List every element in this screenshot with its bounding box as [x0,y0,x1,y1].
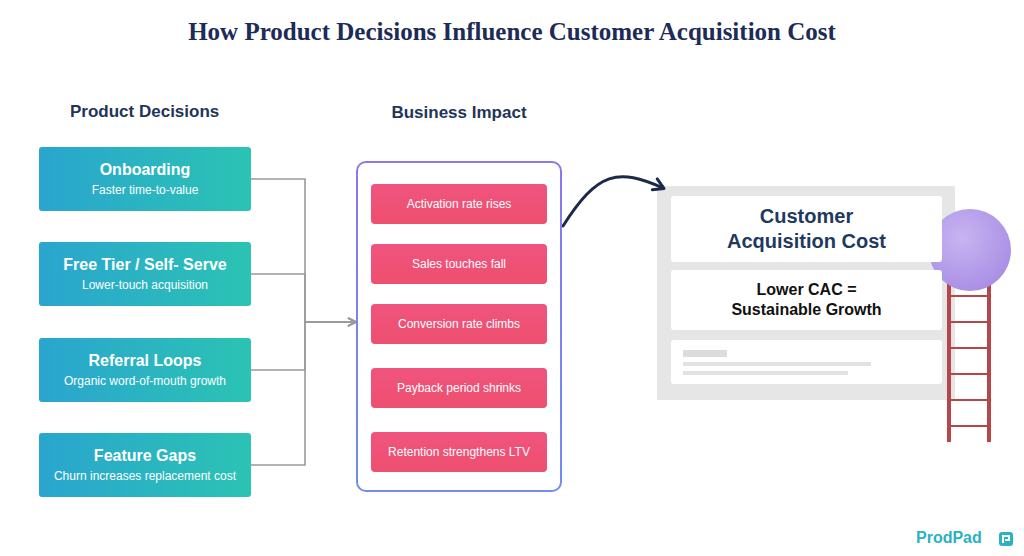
card-title: Customer Acquisition Cost [671,204,942,254]
column-heading: Product Decisions [70,102,219,122]
box-text: Retention strengthens LTV [388,445,530,459]
diagram-title: How Product Decisions Influence Customer… [0,18,1024,46]
metric-card: Customer Acquisition Cost [671,196,942,262]
placeholder-card [671,340,942,384]
box-text: Conversion rate climbs [398,317,520,331]
impact-box: Sales touches fall [371,244,547,284]
column-heading: Business Impact [358,103,560,123]
impact-box: Payback period shrinks [371,368,547,408]
placeholder-bar [683,362,871,366]
box-title: Free Tier / Self- Serve [63,255,226,275]
impact-container: Business ImpactActivation rate risesSale… [356,161,562,492]
box-text: Activation rate rises [407,197,512,211]
impact-box: Conversion rate climbs [371,304,547,344]
decision-box: Referral LoopsOrganic word-of-mouth grow… [39,338,251,402]
grey-panel [657,186,955,400]
placeholder-bar [683,350,727,357]
logo-text: ProdPad [916,529,982,547]
bracket-connector [251,274,355,322]
curved-arrow [563,177,663,226]
bracket-connector [251,322,355,465]
impact-box: Activation rate rises [371,184,547,224]
box-subtitle: Churn increases replacement cost [54,468,236,484]
decision-box: OnboardingFaster time-to-value [39,147,251,211]
result-card: Lower CAC = Sustainable Growth [671,270,942,330]
box-title: Feature Gaps [94,446,196,466]
decision-box: Feature GapsChurn increases replacement … [39,433,251,497]
bracket-connector [251,322,355,370]
box-subtitle: Faster time-to-value [92,182,199,198]
box-text: Sales touches fall [412,257,506,271]
decision-box: Free Tier / Self- ServeLower-touch acqui… [39,242,251,306]
placeholder-bar [683,371,848,375]
box-text: Payback period shrinks [397,381,521,395]
box-title: Onboarding [100,160,191,180]
box-subtitle: Organic word-of-mouth growth [64,373,226,389]
logo-icon [999,532,1013,546]
card-text: Lower CAC = Sustainable Growth [671,280,942,320]
box-title: Referral Loops [89,351,202,371]
box-subtitle: Lower-touch acquisition [82,277,208,293]
bracket-connector [251,179,355,322]
impact-box: Retention strengthens LTV [371,432,547,472]
